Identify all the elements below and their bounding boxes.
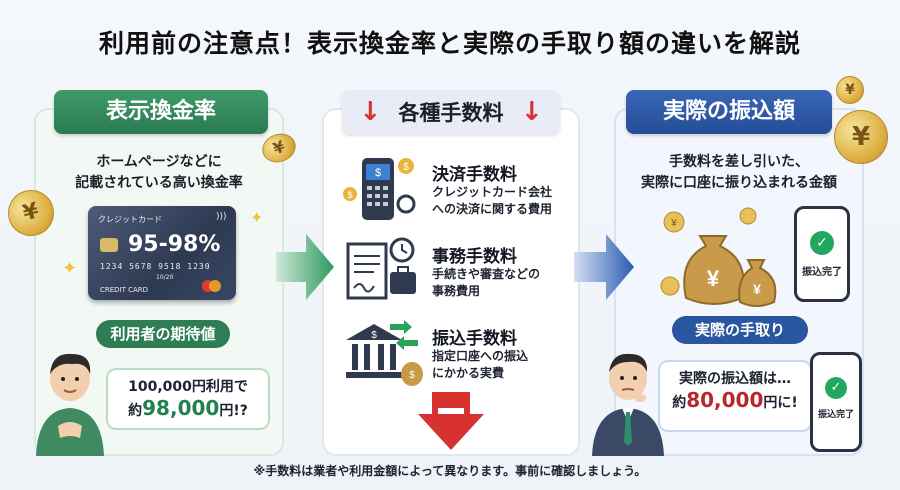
flow-arrow-blue <box>574 234 634 300</box>
yen-coin-icon: ¥ <box>834 110 888 164</box>
expectation-bubble: 100,000円利用で 約98,000円!? <box>106 368 270 430</box>
transfer-complete-label: 振込完了 <box>802 267 842 278</box>
check-icon: ✓ <box>825 377 847 399</box>
fee-title-payment: 決済手数料 <box>432 165 517 185</box>
flow-arrow-green <box>276 234 334 300</box>
svg-text:$: $ <box>409 370 415 381</box>
actual-transfer-description: 手数料を差し引いた、 実際に口座に振り込まれる金額 <box>641 154 837 191</box>
card-brand-text: CREDIT CARD <box>100 286 149 294</box>
fee-title-transfer: 振込手数料 <box>432 329 517 349</box>
sparkle-icon: ✦ <box>62 258 78 279</box>
card-expiry: 10/20 <box>156 274 174 281</box>
yen-coin-icon: ¥ <box>836 76 864 104</box>
svg-text:$: $ <box>347 190 352 200</box>
down-arrow-icon: ↓ <box>359 97 382 127</box>
user-illustration <box>36 353 104 456</box>
svg-text:¥: ¥ <box>670 218 677 229</box>
card-rate: 95-98% <box>128 232 221 257</box>
svg-text:$: $ <box>375 167 381 179</box>
card-logo-icon <box>209 280 221 292</box>
fees-header: ↓ 各種手数料 ↓ <box>342 90 560 134</box>
document-clock-icon <box>346 237 416 300</box>
display-rate-header: 表示換金率 <box>54 90 268 134</box>
money-bag-icon: ¥ ¥ ¥ <box>660 207 777 307</box>
svg-text:$: $ <box>403 162 409 173</box>
svg-text:¥: ¥ <box>753 281 761 297</box>
expectation-label: 利用者の期待値 <box>96 320 230 348</box>
businessman-illustration <box>592 353 664 456</box>
expected-amount: 98,000 <box>142 396 220 420</box>
card-chip-icon <box>100 238 118 252</box>
fee-desc-payment: クレジットカード会社への決済に関する費用 <box>432 185 553 216</box>
down-arrow-icon: ↓ <box>520 97 543 127</box>
phone-transfer-complete: ✓ 振込完了 <box>810 352 862 452</box>
fee-desc-admin: 手続きや審査などの事務費用 <box>432 267 541 298</box>
actual-takehome-label: 実際の手取り <box>672 316 808 344</box>
actual-amount: 80,000 <box>686 388 764 412</box>
card-label: クレジットカード <box>98 215 162 224</box>
card-number: 1234 5678 9518 1230 <box>100 262 211 271</box>
sparkle-icon: ✦ <box>250 208 264 227</box>
payment-terminal-icon: $ $ $ <box>343 158 416 220</box>
bank-transfer-icon: $ $ <box>346 320 423 386</box>
page-title: 利用前の注意点！表示換金率と実際の手取り額の違いを解説 <box>98 29 801 58</box>
actual-transfer-header: 実際の振込額 <box>626 90 832 134</box>
actual-bubble: 実際の振込額は… 約80,000円に! <box>658 360 812 432</box>
svg-text:$: $ <box>371 330 377 341</box>
credit-card-image: クレジットカード ))) 95-98% 1234 5678 9518 1230 … <box>88 206 236 300</box>
phone-transfer-complete: ✓ 振込完了 <box>794 206 850 302</box>
check-icon: ✓ <box>810 231 834 255</box>
minus-arrow-icon <box>418 392 484 450</box>
transfer-complete-label: 振込完了 <box>817 410 854 420</box>
footnote: ※手数料は業者や利用金額によって異なります。事前に確認しましょう。 <box>253 464 647 478</box>
contactless-icon: ))) <box>216 212 227 222</box>
fee-title-admin: 事務手数料 <box>432 247 517 267</box>
display-rate-description: ホームページなどに 記載されている高い換金率 <box>75 154 243 191</box>
fee-desc-transfer: 指定口座への振込にかかる実費 <box>432 349 529 380</box>
svg-text:¥: ¥ <box>707 266 720 291</box>
